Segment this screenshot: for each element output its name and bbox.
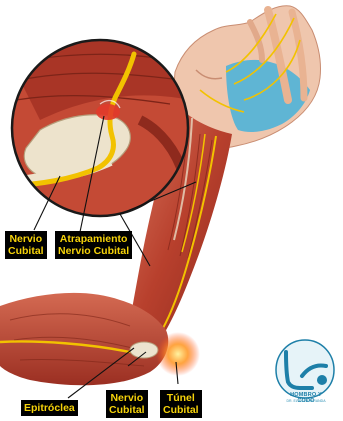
cubital-tunnel-glow xyxy=(156,332,200,376)
epitroclea-bone xyxy=(130,342,158,358)
label-tunel-cubital: Túnel Cubital xyxy=(160,390,202,418)
logo-subtitle: DR. ELIECER MIRANDA xyxy=(281,399,331,403)
label-nervio-cubital-inset: Nervio Cubital xyxy=(5,231,47,259)
entrapment-site xyxy=(96,104,120,120)
label-epitroclea: Epitróclea xyxy=(21,400,78,416)
inset-magnified-view xyxy=(10,39,190,216)
label-atrapamiento: Atrapamiento Nervio Cubital xyxy=(55,231,132,259)
label-nervio-cubital-elbow: Nervio Cubital xyxy=(106,390,148,418)
